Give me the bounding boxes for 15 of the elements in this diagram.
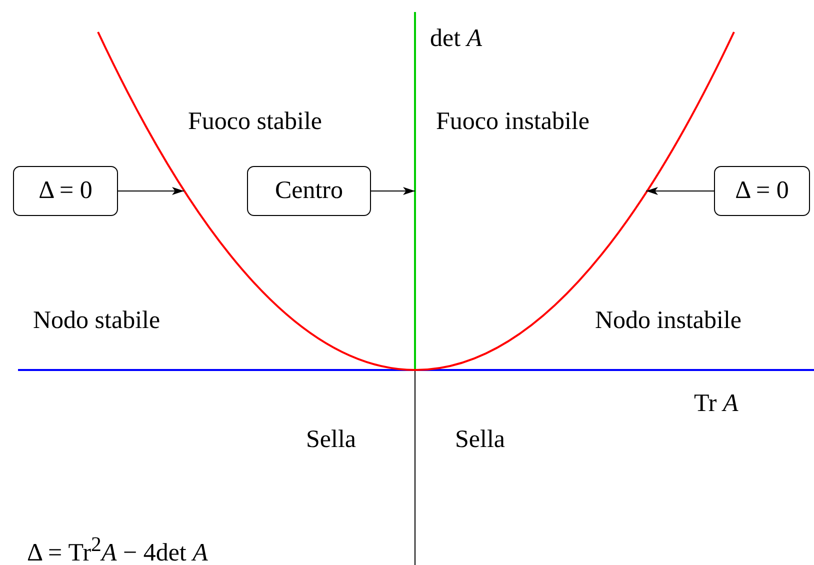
- formula-text: Δ = Tr$^{2}$A − 4det A: [27, 531, 208, 565]
- region-label: Nodo instabile: [595, 306, 742, 336]
- region-label: Fuoco stabile: [188, 107, 322, 137]
- region-label: Sella: [306, 425, 356, 455]
- region-label: Sella: [455, 425, 505, 455]
- region-label: Fuoco instabile: [436, 107, 590, 137]
- region-label: Nodo stabile: [33, 306, 160, 336]
- arrow: [118, 187, 184, 195]
- label-box: Centro: [247, 166, 371, 216]
- arrow: [370, 187, 416, 195]
- label-box: Δ = 0: [13, 166, 118, 216]
- label-box: Δ = 0: [714, 166, 810, 216]
- axis-label: Tr A: [694, 389, 738, 419]
- axis-label: det A: [430, 24, 482, 54]
- arrow: [646, 187, 714, 195]
